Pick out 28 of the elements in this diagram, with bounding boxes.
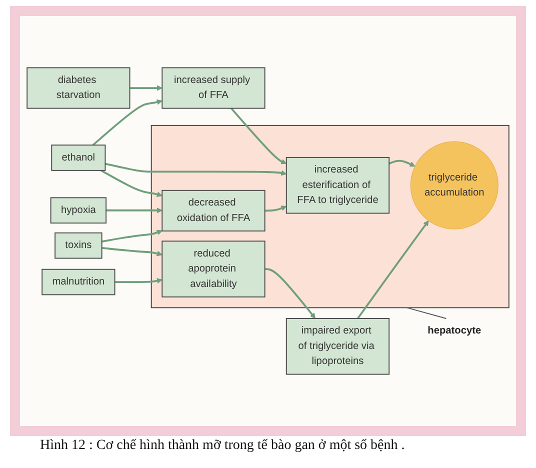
arrow xyxy=(105,162,287,176)
node-box: decreased oxidation of FFA xyxy=(162,190,266,232)
node-box: impaired export of triglyceride via lipoproteins xyxy=(286,318,390,375)
node-box: ethanol xyxy=(51,144,106,171)
node-box: diabetes starvation xyxy=(26,67,130,109)
arrow xyxy=(264,206,287,212)
arrow xyxy=(92,99,162,146)
node-circle: triglyceride accumulation xyxy=(410,141,498,230)
arrow xyxy=(102,230,162,242)
arrow xyxy=(106,208,162,214)
arrow xyxy=(357,220,429,320)
arrow xyxy=(100,170,162,198)
node-box: increased supply of FFA xyxy=(162,67,266,109)
node-box: reduced apoprotein availability xyxy=(162,240,266,298)
node-box: malnutrition xyxy=(42,268,116,296)
node-box: toxins xyxy=(54,232,102,259)
arrow xyxy=(114,278,162,284)
node-box: hypoxia xyxy=(50,197,107,224)
node-text: hepatocyte xyxy=(428,325,482,336)
arrow xyxy=(102,247,162,256)
arrow xyxy=(264,268,316,319)
arrow xyxy=(230,108,287,164)
arrow xyxy=(130,85,162,91)
cluster xyxy=(150,124,510,308)
arrow xyxy=(388,160,416,167)
connector xyxy=(406,307,447,319)
figure-caption: Hình 12 : Cơ chế hình thành mỡ trong tế bào gan ở một số bệnh . xyxy=(40,438,405,454)
node-box: increased esterification of FFA to triglyceride xyxy=(286,156,390,214)
